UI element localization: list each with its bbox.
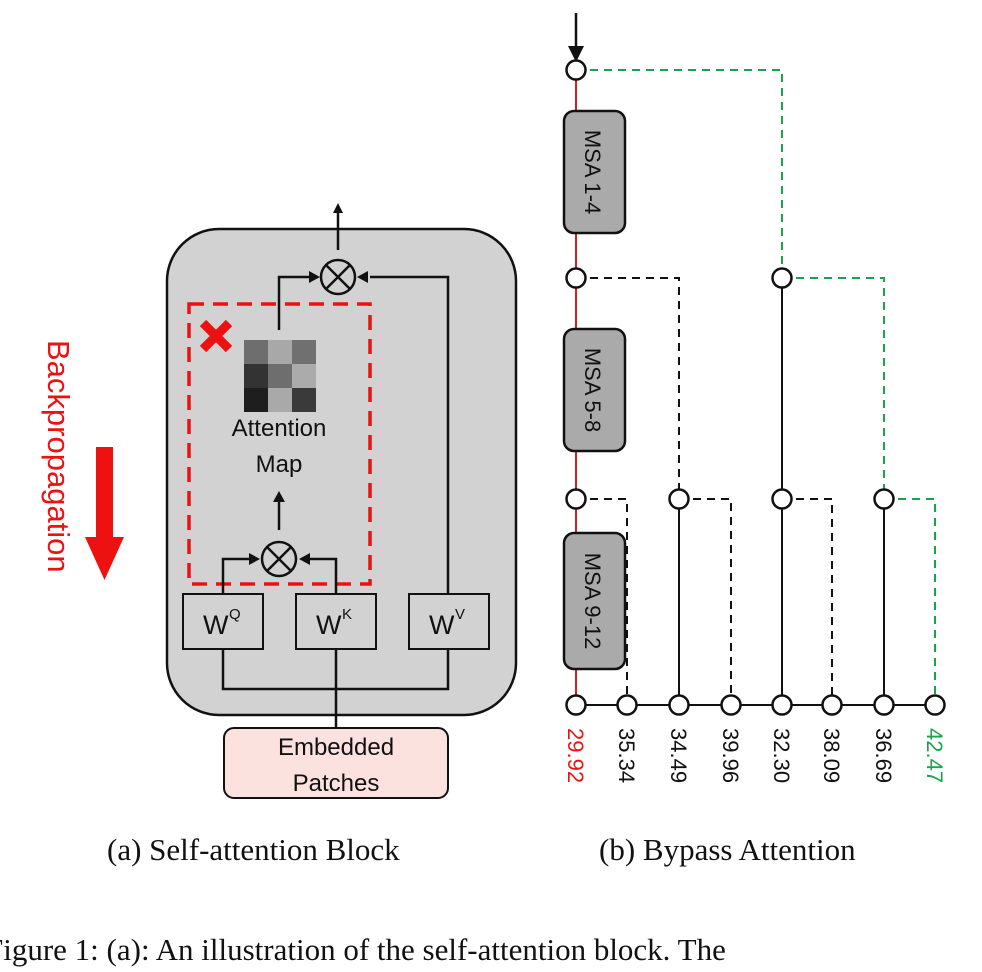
attention-map-cell (268, 364, 292, 388)
tree-node (616, 694, 638, 716)
panel-b-bypass-attention: MSA 1-4 MSA 5-8 MSA 9-12 29.92 35.34 34.… (562, 13, 947, 783)
bypass-edge (576, 277, 680, 499)
attention-map-label-line1: Attention (232, 415, 327, 442)
bypass-edge (576, 498, 628, 705)
leaf-value-8: 42.47 (922, 728, 947, 783)
query-path-arrow (221, 557, 250, 597)
tree-node (720, 694, 742, 716)
tree-node (565, 488, 587, 510)
backpropagation-arrow-icon (85, 447, 124, 580)
backpropagation-label: Backpropagation (41, 340, 76, 573)
msa-block-3-label: MSA 9-12 (580, 553, 605, 650)
leaf-value-2: 35.34 (614, 728, 639, 783)
embedded-patches-label-line1: Embedded (278, 734, 394, 761)
attention-map-cell (244, 340, 268, 364)
weight-box-key: W K (295, 593, 377, 650)
tree-node (668, 694, 690, 716)
msa-block-3: MSA 9-12 (562, 531, 627, 671)
attention-region-dashed-box (187, 302, 372, 586)
msa-block-1-label: MSA 1-4 (580, 130, 605, 214)
attention-map-heatmap (244, 340, 316, 412)
weight-value-base: W (429, 610, 455, 640)
leaf-value-1: 29.92 (563, 728, 588, 783)
attention-map-cell (268, 388, 292, 412)
disabled-x-icon (199, 319, 233, 353)
weight-query-base: W (203, 610, 229, 640)
attention-map-cell (292, 388, 316, 412)
leaf-value-4: 39.96 (718, 728, 743, 783)
bypass-tree-nodes (565, 59, 946, 716)
tree-node (924, 694, 946, 716)
weight-value-sup: V (455, 606, 465, 623)
tree-node (771, 694, 793, 716)
embedded-patches-box (223, 727, 449, 799)
bypass-edge-green (782, 277, 885, 499)
tree-node (668, 488, 690, 510)
tree-node (771, 267, 793, 289)
attention-map-label-line2: Map (256, 451, 303, 478)
weight-box-value: W V (408, 593, 490, 650)
msa-block-2-label: MSA 5-8 (580, 348, 605, 432)
tree-node (873, 488, 895, 510)
bypass-tree-lines (576, 69, 936, 706)
attention-map-cell (244, 388, 268, 412)
attention-map-cell (292, 340, 316, 364)
leaf-value-3: 34.49 (666, 728, 691, 783)
msa-block-2: MSA 5-8 (562, 327, 627, 453)
attention-map-cell (244, 364, 268, 388)
weight-box-query: W Q (182, 593, 264, 650)
attention-to-output-arrow (277, 275, 309, 330)
leaf-value-labels: 29.92 35.34 34.49 39.96 32.30 38.09 36.6… (563, 728, 947, 783)
panel-a-self-attention-block: Backpropagation Attention (41, 203, 518, 799)
leaf-value-6: 38.09 (819, 728, 844, 783)
figure-caption: Figure 1: (a): An illustration of the se… (0, 932, 726, 967)
weight-query-sup: Q (229, 606, 241, 623)
qk-multiply-icon (260, 540, 298, 578)
weight-key-base: W (316, 610, 342, 640)
value-path-arrow (370, 275, 450, 597)
tree-node (565, 267, 587, 289)
tree-node (873, 694, 895, 716)
caption-panel-a: (a) Self-attention Block (107, 832, 400, 867)
tree-node (565, 694, 587, 716)
bypass-edge (679, 498, 732, 705)
leaf-value-5: 32.30 (769, 728, 794, 783)
msa-block-1: MSA 1-4 (562, 109, 627, 235)
tree-node (821, 694, 843, 716)
embedded-patches-label-line2: Patches (293, 770, 380, 797)
input-arrow-head-icon (568, 46, 584, 62)
key-path-arrow (309, 557, 338, 597)
attention-map-cell (268, 340, 292, 364)
bypass-edge-green (884, 498, 936, 705)
output-multiply-icon (319, 258, 357, 296)
attention-map-cell (292, 364, 316, 388)
caption-panel-b: (b) Bypass Attention (599, 832, 856, 867)
leaf-value-7: 36.69 (871, 728, 896, 783)
tree-node (771, 488, 793, 510)
bypass-edge (782, 498, 833, 705)
tree-node (565, 59, 587, 81)
weight-key-sup: K (342, 606, 352, 623)
